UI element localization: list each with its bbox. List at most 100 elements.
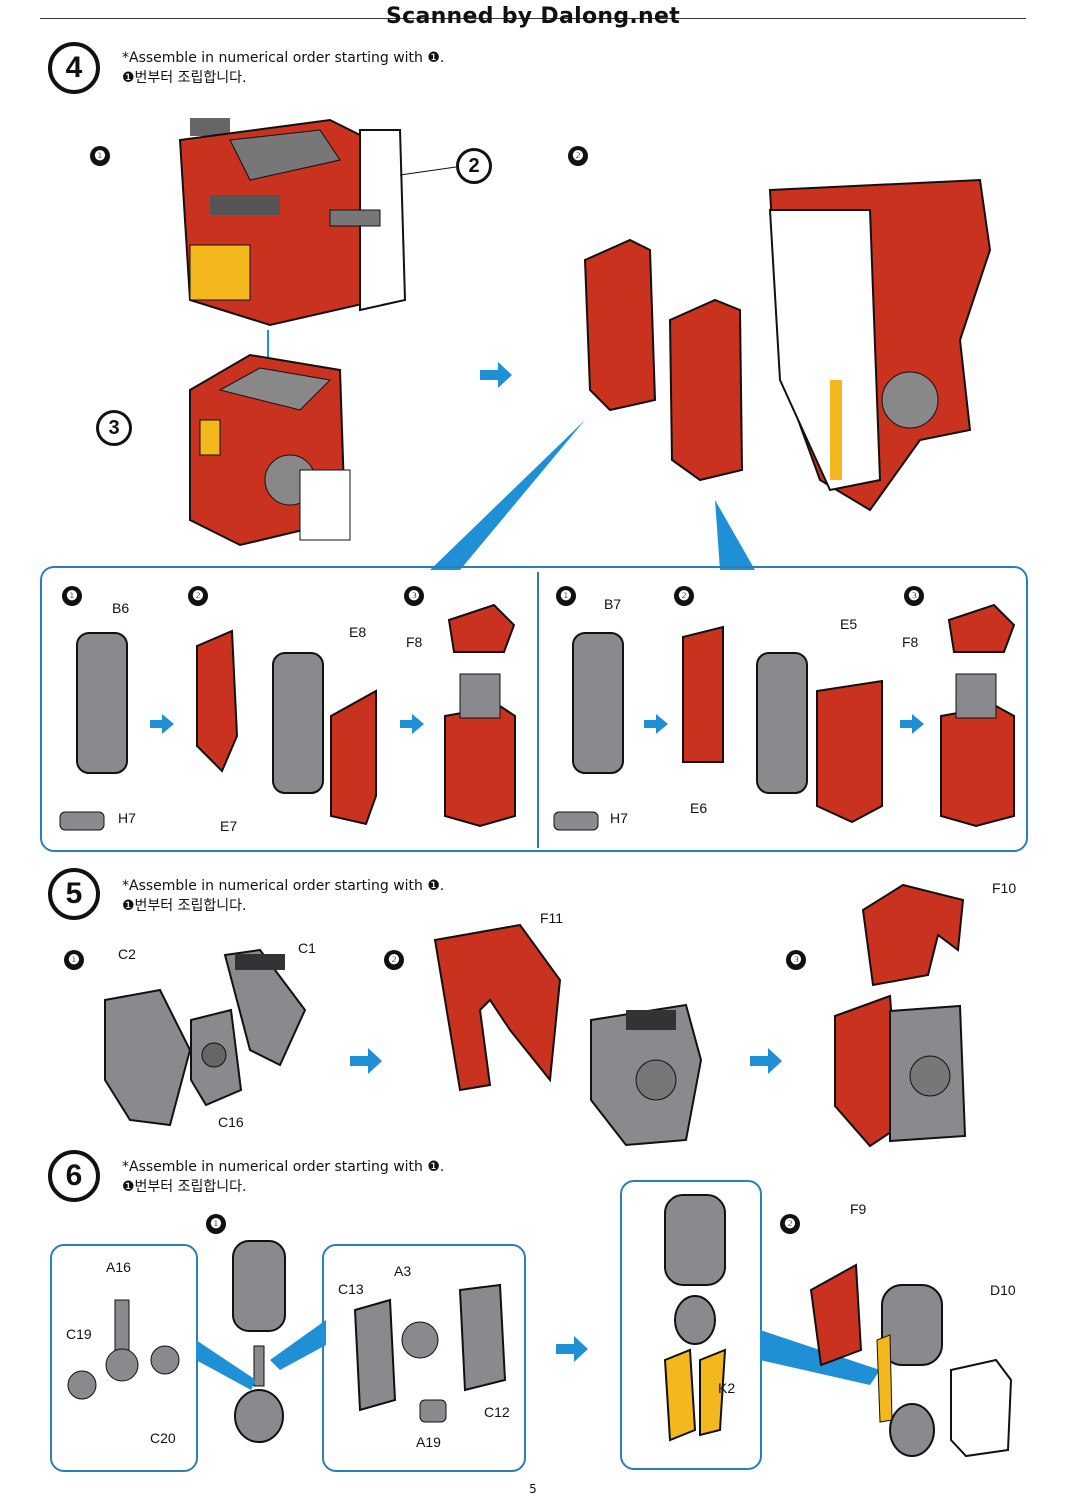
step-4-note-en: *Assemble in numerical order starting wi… xyxy=(122,50,445,66)
label-k2: K2 xyxy=(718,1380,736,1396)
label-h7-right: H7 xyxy=(610,810,628,826)
torso-upper-illustration xyxy=(178,118,407,327)
label-f8-right: F8 xyxy=(902,634,919,650)
part-e7-illustration xyxy=(196,629,239,773)
label-b6: B6 xyxy=(112,600,130,616)
label-e5: E5 xyxy=(840,616,858,632)
right-assembled-part-illustration xyxy=(940,673,1015,828)
part-f11-illustration xyxy=(433,923,562,1092)
part-gray-frame-left-illustration xyxy=(272,652,324,794)
part-c2-illustration xyxy=(104,988,192,1127)
part-h7-right-illustration xyxy=(553,811,599,831)
step-4-number: 4 xyxy=(48,42,100,94)
label-a3: A3 xyxy=(394,1263,412,1279)
detail-pointer-left xyxy=(196,1340,256,1390)
step6-sub2-mark: ❷ xyxy=(780,1214,800,1234)
label-e8: E8 xyxy=(349,624,367,640)
part-f8-left-illustration xyxy=(447,603,516,653)
step-arrow-right xyxy=(556,1336,588,1362)
step-arrow-right xyxy=(750,1048,782,1074)
step6-joint-illustration xyxy=(232,1240,286,1443)
label-d10: D10 xyxy=(990,1282,1016,1298)
step-6-number: 6 xyxy=(48,1150,100,1202)
step4-detail-panel xyxy=(40,566,1028,852)
step5-sub3-mark: ❸ xyxy=(786,950,806,970)
step-arrow-right xyxy=(644,714,668,734)
label-a19: A19 xyxy=(416,1434,441,1450)
part-gray-frame-right-illustration xyxy=(756,652,808,794)
middle-panel-parts-illustration xyxy=(353,1283,507,1423)
assembled-torso-illustration xyxy=(583,178,992,512)
step-arrow-right xyxy=(900,714,924,734)
header-rule xyxy=(40,18,1026,19)
label-c19: C19 xyxy=(66,1326,92,1342)
label-b7: B7 xyxy=(604,596,622,612)
step-6-note-en: *Assemble in numerical order starting wi… xyxy=(122,1159,445,1175)
callout-2: 2 xyxy=(456,148,492,184)
part-b7-illustration xyxy=(572,632,624,774)
callout-2-leader xyxy=(399,166,457,176)
step6-k2-detail-panel xyxy=(620,1180,762,1470)
detail-pointer-right xyxy=(270,1320,326,1370)
page-number: 5 xyxy=(529,1482,537,1496)
part-b6-illustration xyxy=(76,632,128,774)
step5-gray-assembly-illustration xyxy=(590,1003,703,1147)
left-sub3-mark: ❸ xyxy=(404,586,424,606)
label-c1: C1 xyxy=(298,940,316,956)
step6-middle-detail-panel xyxy=(322,1244,526,1472)
label-f8-left: F8 xyxy=(406,634,423,650)
detail-pointer-right xyxy=(715,500,755,570)
step4-sub1-mark: ❶ xyxy=(90,146,110,166)
label-e6: E6 xyxy=(690,800,708,816)
part-f9-illustration xyxy=(809,1263,863,1367)
step-arrow-right xyxy=(480,362,512,388)
step6-final-joint-illustration xyxy=(876,1284,943,1457)
part-e5-illustration xyxy=(816,679,883,824)
step5-sub2-mark: ❷ xyxy=(384,950,404,970)
callout-3: 3 xyxy=(96,410,132,446)
right-sub3-mark: ❸ xyxy=(904,586,924,606)
label-c16: C16 xyxy=(218,1114,244,1130)
step-arrow-right xyxy=(400,714,424,734)
left-assembled-part-illustration xyxy=(444,673,516,828)
left-sub2-mark: ❷ xyxy=(188,586,208,606)
step-arrow-right xyxy=(350,1048,382,1074)
label-e7: E7 xyxy=(220,818,238,834)
label-f9: F9 xyxy=(850,1201,867,1217)
right-sub1-mark: ❶ xyxy=(556,586,576,606)
label-c13: C13 xyxy=(338,1281,364,1297)
label-c12: C12 xyxy=(484,1404,510,1420)
part-e8-illustration xyxy=(330,689,377,826)
step5-sub1-mark: ❶ xyxy=(64,950,84,970)
label-a16: A16 xyxy=(106,1259,131,1275)
step-5-number: 5 xyxy=(48,868,100,920)
part-c1-illustration xyxy=(223,948,307,1067)
scan-credit: Scanned by Dalong.net xyxy=(385,4,681,29)
step-6-note-ko: ❶번부터 조립합니다. xyxy=(122,1179,247,1195)
panel-divider xyxy=(537,572,539,848)
part-c16-illustration xyxy=(190,1008,243,1107)
detail-pointer-left xyxy=(430,420,585,570)
step-5-note-ko: ❶번부터 조립합니다. xyxy=(122,898,247,914)
step-arrow-right xyxy=(150,714,174,734)
label-f11: F11 xyxy=(540,910,564,926)
label-c20: C20 xyxy=(150,1430,176,1446)
left-panel-parts-illustration xyxy=(67,1299,180,1400)
torso-lower-illustration xyxy=(189,353,351,547)
right-sub2-mark: ❷ xyxy=(674,586,694,606)
label-f10: F10 xyxy=(992,880,1017,896)
part-f8-right-illustration xyxy=(947,603,1016,653)
left-sub1-mark: ❶ xyxy=(62,586,82,606)
part-e6-illustration xyxy=(682,625,724,763)
step6-sub1-mark: ❶ xyxy=(206,1214,226,1234)
part-f10-illustration xyxy=(861,883,965,987)
step4-sub2-mark: ❷ xyxy=(568,146,588,166)
step5-final-assembly-illustration xyxy=(834,994,967,1148)
k2-panel-illustration xyxy=(663,1194,727,1442)
label-h7-left: H7 xyxy=(118,810,136,826)
part-h7-left-illustration xyxy=(59,811,105,831)
step-5-note-en: *Assemble in numerical order starting wi… xyxy=(122,878,445,894)
step-4-note-ko: ❶번부터 조립합니다. xyxy=(122,70,247,86)
part-d10-illustration xyxy=(950,1358,1013,1458)
label-c2: C2 xyxy=(118,946,136,962)
